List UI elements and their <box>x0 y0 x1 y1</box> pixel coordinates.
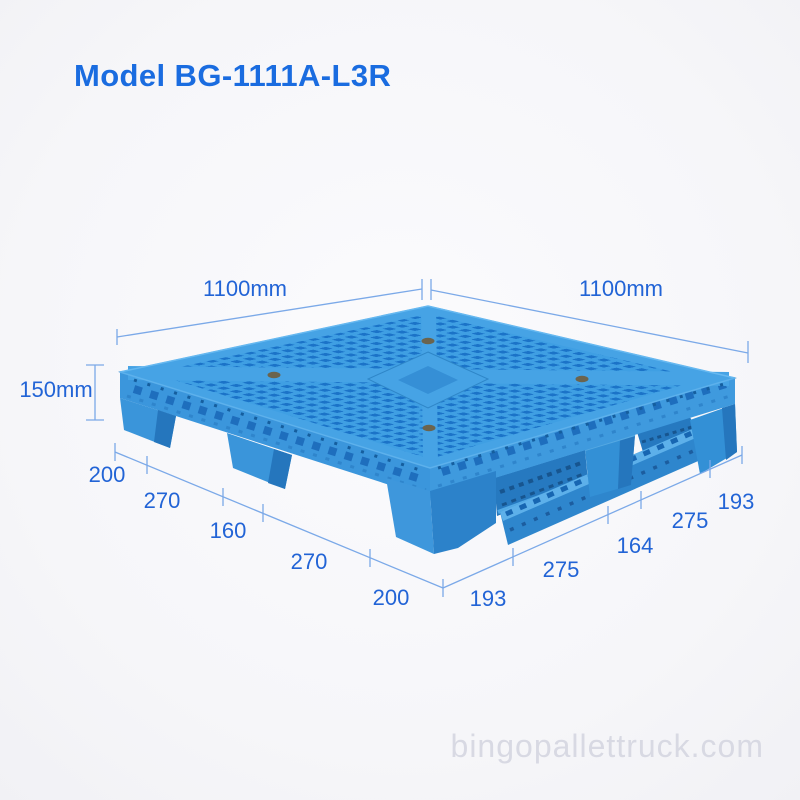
dimension-label-br-4: 275 <box>672 508 709 533</box>
pallet-feet-right <box>584 404 737 497</box>
dimension-label-br-5: 193 <box>718 489 755 514</box>
dimension-label-bl-5: 200 <box>373 585 410 610</box>
pallet-isometric-image <box>118 305 737 554</box>
dimension-label-bl-3: 160 <box>210 518 247 543</box>
dimension-label-bl-2: 270 <box>144 488 181 513</box>
watermark: bingopallettruck.com <box>450 728 764 764</box>
pallet-deck-sides <box>120 372 735 498</box>
pallet-feet-left <box>120 398 496 554</box>
dimension-label-height: 150mm <box>19 377 92 402</box>
dimension-height: 150mm <box>19 364 104 421</box>
dimension-label-br-1: 193 <box>470 586 507 611</box>
dimension-top-depth: 1100mm <box>430 276 749 363</box>
dimension-bottom-left: 200 270 160 270 200 <box>89 443 444 610</box>
dimension-label-bl-1: 200 <box>89 462 126 487</box>
page-title: Model BG-1111A-L3R <box>74 58 392 93</box>
dimension-label-bl-4: 270 <box>291 549 328 574</box>
dimension-label-top-depth: 1100mm <box>579 276 663 301</box>
dimension-top-width: 1100mm <box>116 276 423 345</box>
dimension-annotations: 1100mm 1100mm 150mm <box>19 276 754 611</box>
dimension-label-br-2: 275 <box>543 557 580 582</box>
pallet-top-deck <box>118 305 737 472</box>
dimension-label-br-3: 164 <box>617 533 654 558</box>
dimension-label-top-width: 1100mm <box>203 276 287 301</box>
dimension-bottom-right: 193 275 164 275 193 <box>442 446 755 611</box>
